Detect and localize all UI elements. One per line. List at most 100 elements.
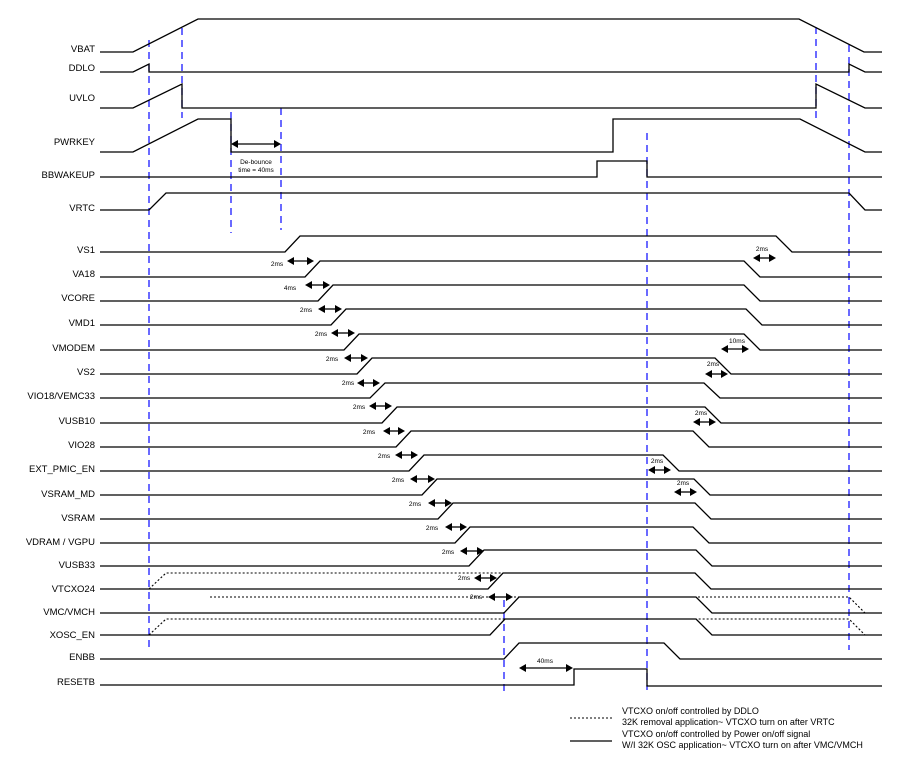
delay-label: 10ms	[729, 338, 746, 345]
signal-label: VUSB33	[59, 560, 95, 571]
signal-label: VSRAM_MD	[41, 489, 95, 500]
double-arrow-icon	[753, 254, 776, 262]
delay-label: 40ms	[537, 658, 554, 665]
signal-labels: VBAT DDLO UVLO PWRKEY BBWAKEUP VRTC VS1VA18VCO…	[26, 44, 96, 688]
delay-label: 2ms	[271, 261, 284, 268]
signal-label: UVLO	[69, 93, 95, 104]
waveform-resetb	[100, 668, 882, 687]
delay-label: 2ms	[300, 307, 313, 314]
waveform-vmodem	[100, 333, 882, 351]
delay-label: 2ms	[442, 549, 455, 556]
delay-label: 2ms	[426, 525, 439, 532]
double-arrow-icon	[383, 427, 405, 435]
waveform-vmc-vmch	[100, 596, 882, 614]
double-arrow-icon	[519, 664, 573, 672]
waveform-uvlo	[100, 82, 882, 109]
waveforms	[100, 18, 882, 687]
delay-label: 2ms	[470, 594, 483, 601]
waveform-vcore	[100, 284, 882, 302]
signal-label: BBWAKEUP	[42, 170, 96, 181]
legend-solid-line2: W/I 32K OSC application~ VTCXO turn on a…	[622, 740, 863, 750]
waveform-vs1	[100, 235, 882, 253]
delay-label: 2ms	[707, 361, 720, 368]
signal-label: RESETB	[57, 677, 95, 688]
delay-label: 2ms	[353, 404, 366, 411]
delay-label: 4ms	[284, 285, 297, 292]
double-arrow-icon	[488, 593, 513, 601]
signal-label: VIO28	[68, 440, 95, 451]
waveform-vs2	[100, 357, 882, 375]
double-arrow-icon	[674, 488, 697, 496]
waveform-vsram	[100, 502, 882, 520]
delay-label: 2ms	[326, 356, 339, 363]
signal-label: EXT_PMIC_EN	[29, 464, 95, 475]
signal-label: VBAT	[71, 44, 95, 55]
signal-label: VCORE	[61, 293, 95, 304]
delay-label: 2ms	[392, 477, 405, 484]
delay-label: 2ms	[677, 480, 690, 487]
waveform-vusb10	[100, 406, 882, 424]
signal-label: VS1	[77, 245, 95, 256]
delay-label: 2ms	[651, 458, 664, 465]
waveform-vbat	[100, 18, 882, 53]
waveform-vrtc	[100, 192, 882, 211]
double-arrow-icon	[693, 418, 716, 426]
delay-label: 2ms	[378, 453, 391, 460]
double-arrow-icon	[410, 475, 435, 483]
signal-label: DDLO	[69, 63, 95, 74]
legend-dotted-line2: 32K removal application~ VTCXO turn on a…	[622, 717, 835, 727]
dotted-vtcxo-path	[148, 618, 866, 636]
signal-label: VIO18/VEMC33	[27, 391, 95, 402]
delay-label: 2ms	[363, 429, 376, 436]
double-arrow-icon	[721, 345, 749, 353]
double-arrow-icon	[305, 281, 330, 289]
signal-label: VS2	[77, 367, 95, 378]
waveform-xosc-en	[100, 618, 882, 636]
signal-label: VDRAM / VGPU	[26, 537, 95, 548]
waveform-vio28	[100, 430, 882, 448]
delay-label: 2ms	[458, 575, 471, 582]
signal-label: VSRAM	[61, 513, 95, 524]
signal-label: VA18	[72, 269, 95, 280]
delay-label: De-bounce	[240, 159, 272, 166]
signal-label: PWRKEY	[54, 137, 96, 148]
double-arrow-icon	[705, 370, 728, 378]
signal-label: VTCXO24	[52, 584, 95, 595]
waveform-vusb33	[100, 549, 882, 567]
delay-label: 2ms	[695, 410, 708, 417]
signal-label: XOSC_EN	[50, 630, 96, 641]
waveform-vmd1	[100, 308, 882, 326]
waveform-enbb	[100, 642, 882, 660]
legend: VTCXO on/off controlled by DDLO 32K remo…	[570, 706, 863, 750]
dotted-vtcxo-path	[148, 572, 502, 590]
waveform-vtcxo24	[100, 572, 882, 590]
double-arrow-icon	[231, 140, 281, 148]
waveform-vio18-vemc33	[100, 382, 882, 399]
double-arrow-icon	[331, 329, 355, 337]
signal-label: VMC/VMCH	[43, 607, 95, 618]
waveform-vdram-vgpu	[100, 526, 882, 544]
double-arrow-icon	[318, 305, 342, 313]
waveform-bbwakeup	[100, 160, 882, 178]
waveform-ext-pmic-en	[100, 454, 882, 472]
legend-solid-line1: VTCXO on/off controlled by Power on/off …	[622, 729, 810, 739]
signal-label: VRTC	[69, 203, 95, 214]
delay-label: 2ms	[409, 501, 422, 508]
delay-label: 2ms	[342, 380, 355, 387]
double-arrow-icon	[474, 574, 497, 582]
double-arrow-icon	[344, 354, 368, 362]
delay-label: 2ms	[315, 331, 328, 338]
signal-label: ENBB	[69, 652, 95, 663]
waveform-vsram-md	[100, 478, 882, 496]
signal-label: VUSB10	[59, 416, 95, 427]
double-arrow-icon	[445, 523, 467, 531]
timing-markers	[148, 27, 850, 695]
double-arrow-icon	[428, 499, 452, 507]
signal-label: VMD1	[69, 318, 95, 329]
signal-label: VMODEM	[52, 343, 95, 354]
waveform-ddlo	[100, 62, 882, 73]
waveform-pwrkey	[100, 118, 882, 153]
double-arrow-icon	[460, 547, 484, 555]
